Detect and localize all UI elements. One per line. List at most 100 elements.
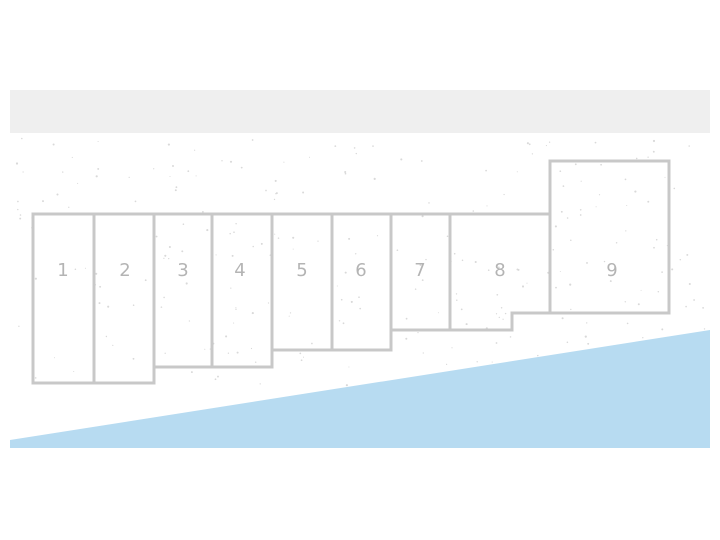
ground-speck — [420, 160, 423, 162]
ground-speck — [594, 141, 597, 144]
ground-speck — [275, 192, 277, 195]
ground-speck — [496, 293, 499, 296]
ground-speck — [428, 202, 430, 204]
ground-speck — [414, 288, 417, 290]
ground-speck — [345, 384, 348, 387]
ground-speck — [227, 352, 230, 354]
ground-speck — [254, 361, 257, 363]
ground-speck — [206, 229, 209, 232]
ground-speck — [422, 352, 424, 354]
plot-3[interactable] — [152, 212, 214, 369]
ground-speck — [299, 352, 302, 355]
ground-speck — [250, 347, 253, 350]
ground-speck — [587, 342, 590, 345]
ground-speck — [300, 359, 303, 362]
ground-speck — [240, 166, 243, 169]
ground-speck — [231, 254, 234, 257]
ground-speck — [289, 312, 292, 314]
ground-speck — [265, 189, 267, 192]
ground-speck — [19, 217, 22, 220]
ground-speck — [693, 299, 695, 301]
ground-speck — [172, 165, 174, 167]
ground-speck — [586, 261, 588, 264]
ground-speck — [107, 305, 110, 308]
ground-speck — [21, 137, 23, 140]
ground-speck — [128, 176, 130, 179]
ground-speck — [555, 286, 557, 289]
ground-speck — [425, 258, 427, 261]
ground-speck — [625, 230, 627, 232]
ground-speck — [598, 194, 601, 196]
plot-2[interactable] — [92, 212, 156, 385]
ground-speck — [586, 322, 588, 324]
ground-speck — [235, 308, 237, 311]
ground-speck — [500, 307, 503, 309]
ground-speck — [609, 280, 612, 283]
ground-speck — [153, 168, 155, 170]
ground-speck — [217, 375, 219, 378]
ground-speck — [71, 156, 73, 159]
ground-speck — [181, 250, 184, 253]
ground-speck — [652, 139, 656, 143]
ground-speck — [283, 161, 285, 163]
ground-speck — [635, 157, 638, 160]
ground-speck — [350, 300, 353, 303]
plot-label-4: 4 — [234, 260, 245, 281]
ground-speck — [497, 266, 500, 269]
ground-speck — [509, 336, 512, 338]
ground-speck — [400, 158, 403, 161]
ground-speck — [486, 205, 488, 207]
ground-speck — [396, 249, 399, 252]
ground-speck — [185, 282, 188, 285]
ground-speck — [624, 178, 627, 181]
ground-speck — [348, 237, 351, 240]
ground-speck — [570, 239, 572, 241]
ground-speck — [18, 325, 20, 327]
ground-speck — [233, 322, 235, 324]
ground-speck — [235, 307, 237, 309]
ground-speck — [491, 361, 493, 363]
ground-speck — [99, 285, 102, 288]
ground-speck — [562, 185, 565, 187]
ground-speck — [168, 257, 170, 260]
ground-speck — [229, 232, 231, 235]
ground-speck — [274, 179, 277, 182]
ground-speck — [603, 260, 606, 263]
ground-speck — [686, 253, 689, 256]
ground-speck — [169, 175, 171, 178]
ground-speck — [163, 296, 165, 299]
plot-5[interactable] — [270, 212, 334, 352]
ground-speck — [164, 254, 167, 257]
plot-label-7: 7 — [414, 260, 425, 281]
ground-speck — [194, 149, 196, 151]
ground-speck — [62, 171, 64, 173]
ground-speck — [132, 357, 135, 360]
plot-9[interactable] — [548, 159, 671, 315]
ground-speck — [134, 200, 137, 203]
ground-speck — [17, 200, 19, 203]
ground-speck — [526, 142, 529, 145]
ground-speck — [688, 145, 690, 147]
ground-speck — [570, 308, 572, 311]
road-band — [10, 90, 710, 133]
plot-1[interactable] — [31, 212, 96, 385]
plot-label-3: 3 — [177, 260, 188, 281]
ground-speck — [421, 215, 424, 218]
ground-speck — [214, 378, 217, 381]
ground-speck — [373, 177, 376, 180]
plot-label-8: 8 — [494, 260, 505, 281]
ground-speck — [579, 214, 582, 216]
ground-speck — [236, 351, 239, 354]
ground-speck — [474, 260, 477, 264]
plot-6[interactable] — [330, 212, 393, 352]
ground-speck — [167, 143, 170, 146]
ground-speck — [516, 171, 518, 173]
ground-speck — [95, 175, 98, 178]
ground-speck — [359, 307, 362, 310]
plot-4[interactable] — [210, 212, 274, 369]
ground-speck — [531, 153, 534, 155]
ground-speck — [160, 306, 163, 308]
ground-speck — [302, 356, 305, 358]
ground-speck — [251, 139, 254, 141]
ground-speck — [215, 254, 217, 256]
